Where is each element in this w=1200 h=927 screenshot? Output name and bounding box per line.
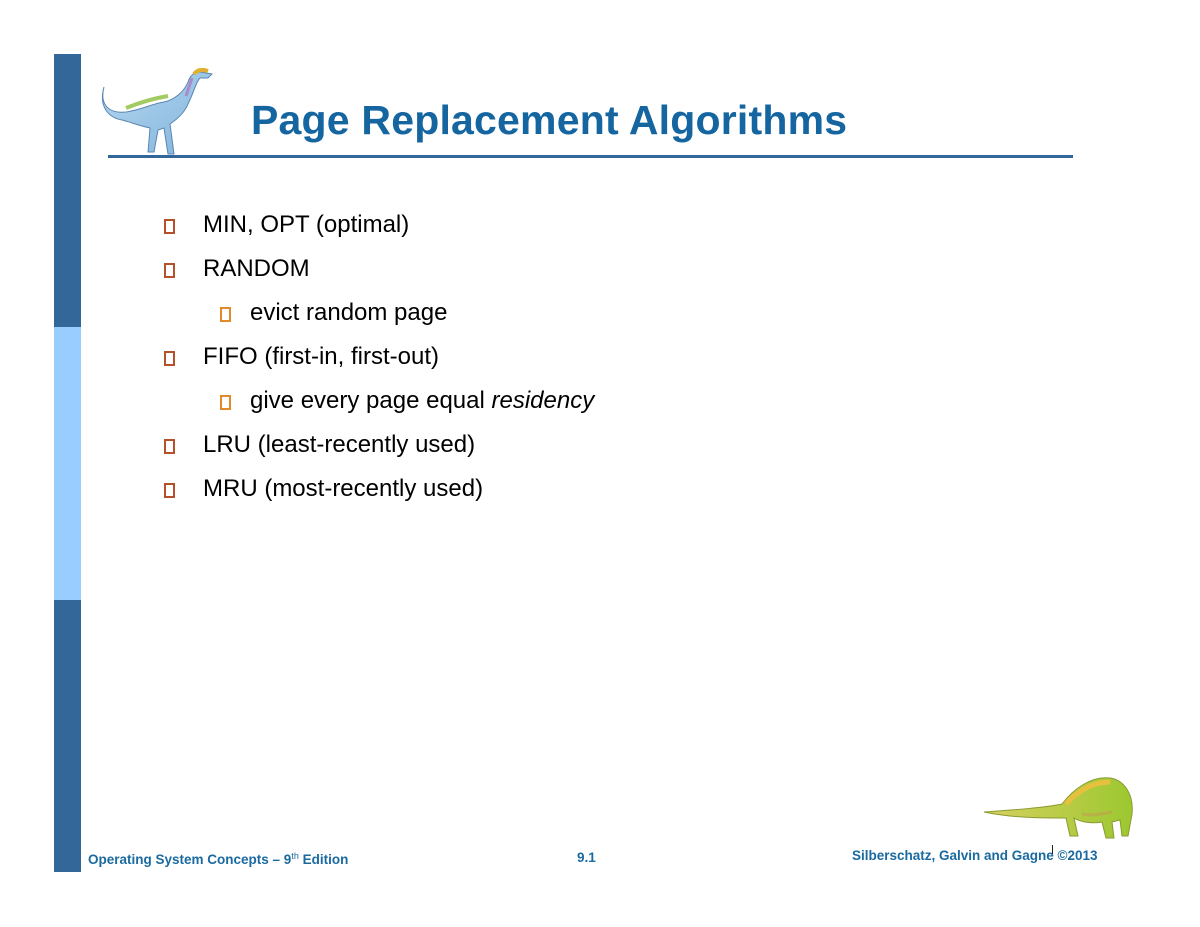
bullet-text: evict random page [250, 299, 448, 326]
footer-book-title: Operating System Concepts – 9th Edition [88, 851, 348, 867]
square-sub-bullet-icon [220, 307, 231, 322]
title-underline [108, 155, 1073, 158]
bullet-text-emphasis: residency [491, 387, 595, 414]
footer-edition-text: Edition [298, 852, 349, 867]
slide-title: Page Replacement Algorithms [251, 97, 848, 143]
dinosaur-footer-icon [983, 777, 1133, 839]
bullet-text: MRU (most-recently used) [203, 475, 484, 502]
text-cursor [1052, 845, 1053, 854]
bullet-text: FIFO (first-in, first-out) [203, 343, 439, 370]
dinosaur-logo-icon [102, 68, 214, 155]
bullet-text: give every page equal residency [250, 387, 594, 415]
bullet-text-plain: give every page equal [250, 387, 492, 414]
square-bullet-icon [164, 263, 175, 278]
bullet-text: LRU (least-recently used) [203, 431, 476, 458]
sidebar-bar-bottom [54, 600, 81, 872]
sidebar-bar-middle [54, 327, 81, 600]
slide-number: 9.1 [577, 850, 596, 865]
sidebar-bar-top [54, 54, 81, 327]
square-bullet-icon [164, 219, 175, 234]
square-sub-bullet-icon [220, 395, 231, 410]
bullet-text: RANDOM [203, 255, 310, 282]
footer-book-title-text: Operating System Concepts – 9 [88, 852, 292, 867]
bullet-text: MIN, OPT (optimal) [203, 211, 410, 238]
square-bullet-icon [164, 483, 175, 498]
square-bullet-icon [164, 439, 175, 454]
footer-edition-superscript: th [291, 851, 299, 861]
square-bullet-icon [164, 351, 175, 366]
footer-copyright: Silberschatz, Galvin and Gagne ©2013 [852, 848, 1098, 863]
